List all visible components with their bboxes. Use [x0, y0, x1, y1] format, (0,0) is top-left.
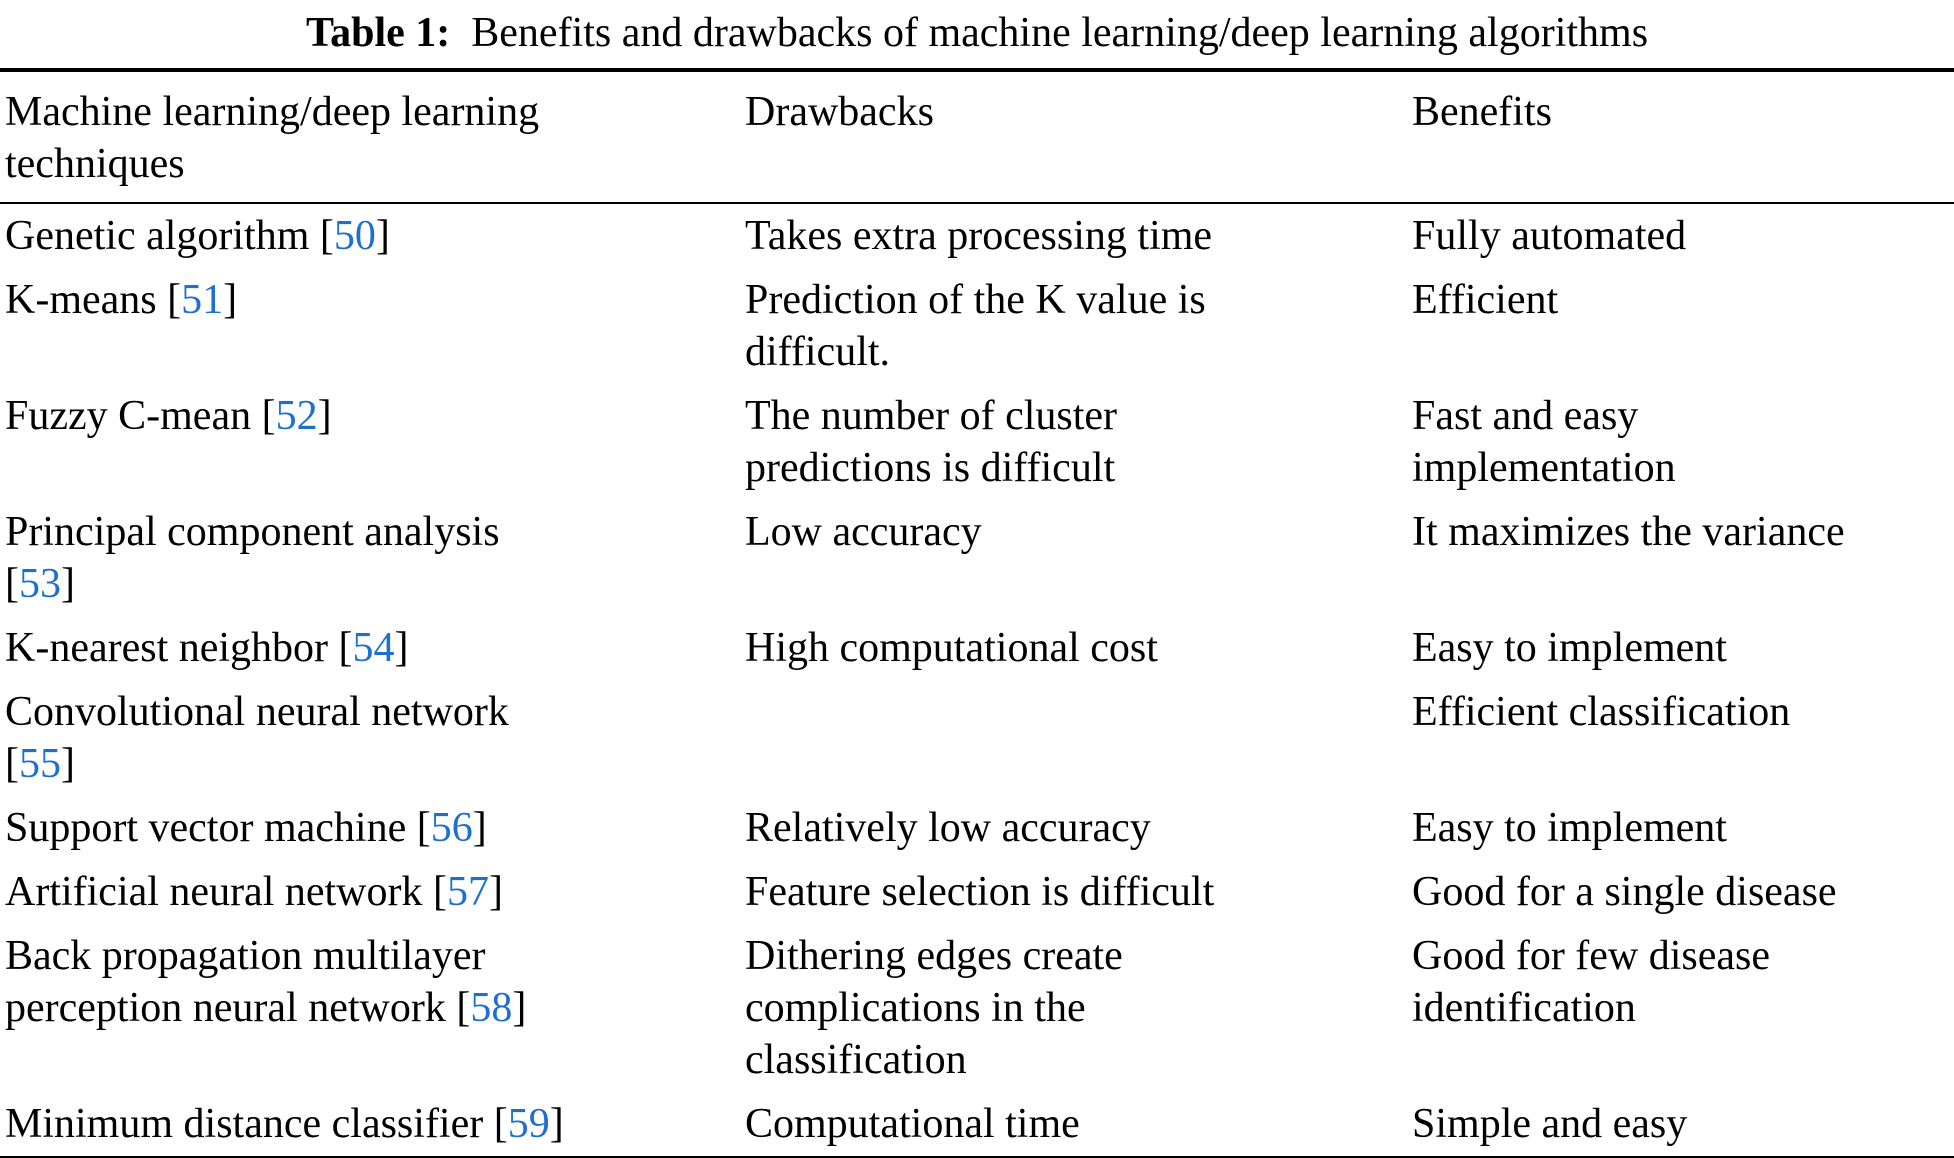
- benefit-cell: Efficient: [1412, 277, 1559, 323]
- technique-text: Genetic algorithm [: [5, 213, 334, 259]
- technique-cell: Back propagation multilayer perception n…: [0, 924, 745, 1092]
- technique-text: Artificial neural network [: [5, 869, 447, 915]
- technique-text: Back propagation multilayer perception n…: [5, 933, 486, 1031]
- citation-ref[interactable]: 53: [19, 561, 61, 607]
- benefit-cell: Fully automated: [1412, 213, 1687, 259]
- citation-ref[interactable]: 55: [19, 741, 61, 787]
- citation-ref[interactable]: 58: [470, 985, 513, 1031]
- technique-text: K-means [: [5, 277, 182, 323]
- drawback-cell: Prediction of the K value is difficult.: [745, 277, 1206, 375]
- table-caption-label: Table 1:: [305, 10, 451, 56]
- table-row: Artificial neural network [57]Feature se…: [0, 860, 1954, 924]
- table-row: Fuzzy C-mean [52]The number of cluster p…: [0, 384, 1954, 500]
- table-row: K-means [51]Prediction of the K value is…: [0, 268, 1954, 384]
- technique-text: ]: [472, 805, 487, 851]
- technique-text: ]: [61, 741, 75, 787]
- technique-text: Convolutional neural network [: [5, 689, 509, 787]
- technique-text: K-nearest neighbor [: [5, 625, 353, 671]
- technique-text: Minimum distance classifier [: [5, 1101, 508, 1147]
- drawback-cell: Low accuracy: [745, 509, 982, 555]
- benefit-cell: Easy to implement: [1412, 625, 1727, 671]
- technique-text: Principal component analysis [: [5, 509, 500, 607]
- drawback-cell: Relatively low accuracy: [745, 805, 1151, 851]
- technique-text: Fuzzy C-mean [: [5, 393, 276, 439]
- table-row: Genetic algorithm [50]Takes extra proces…: [0, 203, 1954, 268]
- drawback-cell: Dithering edges create complications in …: [745, 933, 1123, 1083]
- table-row: Back propagation multilayer perception n…: [0, 924, 1954, 1092]
- header-drawbacks: Drawbacks: [745, 70, 1412, 204]
- technique-text: ]: [223, 277, 238, 323]
- technique-text: ]: [488, 869, 503, 915]
- technique-cell: Principal component analysis [53]: [0, 500, 745, 616]
- drawback-cell: Feature selection is difficult: [745, 869, 1215, 915]
- benefit-cell: Good for a single disease: [1412, 869, 1837, 915]
- citation-ref[interactable]: 52: [275, 393, 318, 439]
- benefit-cell: Efficient classification: [1412, 689, 1791, 735]
- technique-cell: Minimum distance classifier [59]: [0, 1092, 745, 1158]
- drawback-cell: High computational cost: [745, 625, 1158, 671]
- table-row: Convolutional neural network [55] Efficie…: [0, 680, 1954, 796]
- drawback-cell: Takes extra processing time: [745, 213, 1213, 259]
- technique-text: ]: [375, 213, 390, 259]
- technique-text: ]: [549, 1101, 564, 1147]
- table-body: Genetic algorithm [50]Takes extra proces…: [0, 203, 1954, 1158]
- technique-text: Support vector machine [: [5, 805, 431, 851]
- table-row: Minimum distance classifier [59]Computat…: [0, 1092, 1954, 1158]
- ml-dl-comparison-table: Machine learning/deep learning technique…: [0, 68, 1954, 1158]
- citation-ref[interactable]: 54: [352, 625, 395, 671]
- benefit-cell: Simple and easy: [1412, 1101, 1688, 1147]
- technique-text: ]: [317, 393, 332, 439]
- header-technique: Machine learning/deep learning technique…: [0, 70, 745, 204]
- technique-cell: Support vector machine [56]: [0, 796, 745, 860]
- table-header: Machine learning/deep learning technique…: [0, 70, 1954, 204]
- citation-ref[interactable]: 56: [430, 805, 473, 851]
- table-row: Principal component analysis [53]Low acc…: [0, 500, 1954, 616]
- technique-text: ]: [394, 625, 409, 671]
- benefit-cell: Easy to implement: [1412, 805, 1727, 851]
- technique-cell: Genetic algorithm [50]: [0, 203, 745, 268]
- table-row: K-nearest neighbor [54]High computationa…: [0, 616, 1954, 680]
- table-caption: Table 1: Benefits and drawbacks of machin…: [0, 0, 1954, 63]
- drawback-cell: [745, 680, 1412, 796]
- citation-ref[interactable]: 50: [333, 213, 376, 259]
- technique-text: ]: [61, 561, 75, 607]
- technique-text: ]: [512, 985, 527, 1031]
- header-row: Machine learning/deep learning technique…: [0, 70, 1954, 204]
- header-benefits: Benefits: [1412, 70, 1954, 204]
- drawback-cell: Computational time: [745, 1101, 1080, 1147]
- citation-ref[interactable]: 57: [446, 869, 489, 915]
- citation-ref[interactable]: 59: [507, 1101, 550, 1147]
- technique-cell: K-means [51]: [0, 268, 745, 384]
- drawback-cell: The number of cluster predictions is dif…: [745, 393, 1118, 491]
- benefit-cell: It maximizes the variance: [1412, 509, 1845, 555]
- table-caption-text: Benefits and drawbacks of machine learni…: [471, 10, 1649, 56]
- benefit-cell: Good for few disease identification: [1412, 933, 1771, 1031]
- benefit-cell: Fast and easy implementation: [1412, 393, 1676, 491]
- technique-cell: K-nearest neighbor [54]: [0, 616, 745, 680]
- technique-cell: Fuzzy C-mean [52]: [0, 384, 745, 500]
- table-row: Support vector machine [56]Relatively lo…: [0, 796, 1954, 860]
- citation-ref[interactable]: 51: [181, 277, 224, 323]
- technique-cell: Convolutional neural network [55]: [0, 680, 745, 796]
- technique-cell: Artificial neural network [57]: [0, 860, 745, 924]
